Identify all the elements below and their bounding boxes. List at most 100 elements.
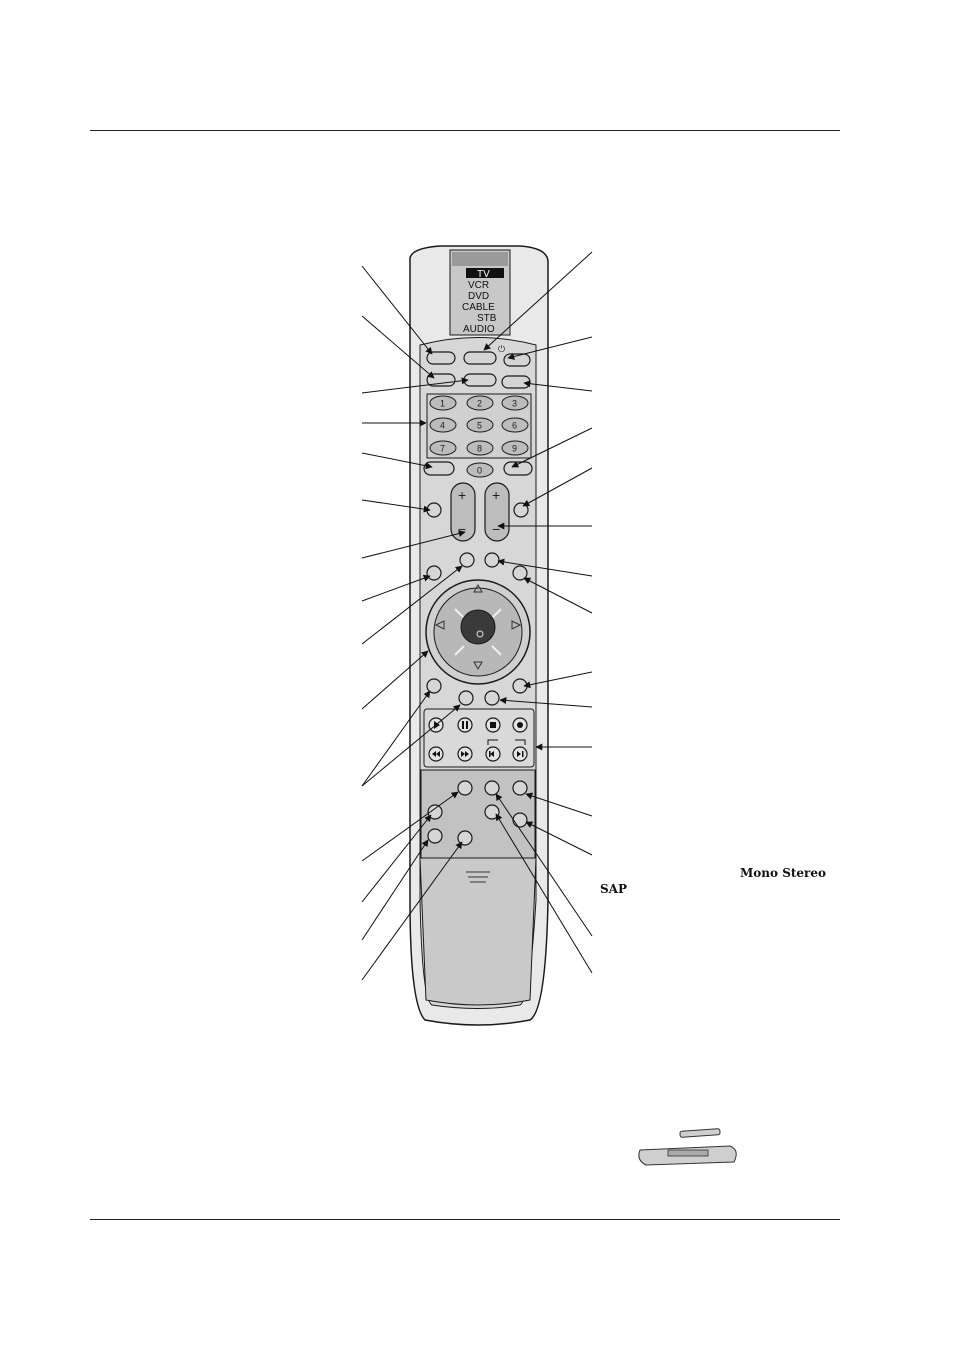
number-key-label: 3 [512,399,517,409]
pip-ch-minus-button[interactable] [484,804,500,820]
callout-line [361,315,435,379]
sound-modes-line-1: Mono Stereo [740,866,826,880]
fav-button[interactable] [513,502,529,518]
down-arrow-icon[interactable] [473,661,483,671]
callout-line [495,793,593,937]
number-key-label: 5 [477,421,482,431]
skip-back-icon [490,751,494,757]
stop-icon [490,722,496,728]
battery-remote-illustration [638,1128,737,1166]
callout-line [495,813,593,974]
callout-line [522,467,593,507]
split-zoom-button[interactable] [427,804,443,820]
mode-dvd: DVD [468,291,489,302]
number-key-label: 9 [512,444,517,454]
play-icon [434,721,440,729]
exit-button[interactable] [459,552,475,568]
record-icon [517,722,523,728]
number-key-2[interactable] [466,395,494,411]
list-button[interactable] [423,461,455,476]
callout-line [523,380,593,392]
info-button[interactable] [512,565,528,581]
swap-button[interactable] [484,780,500,796]
callout-line [361,791,459,862]
adjust-button[interactable] [457,830,473,846]
rewind-icon [432,751,436,757]
volume-up-label: + [458,487,466,503]
tv-video-button[interactable] [463,373,497,387]
number-key-7[interactable] [429,440,457,456]
callout-line [483,251,593,351]
volume-down-label: − [458,521,466,537]
sound-modes-line-2: SAP [600,882,627,896]
channel-down-label: − [492,521,500,537]
number-key-1[interactable] [429,395,457,411]
callout-line [361,650,429,710]
ratio-button[interactable] [484,690,500,706]
pip-input-button[interactable] [512,780,528,796]
number-key-label: 1 [440,399,445,409]
callout-line [525,792,593,817]
callout-line [525,821,593,856]
transport-panel [423,708,535,768]
mode-window: TV VCR DVD CABLE STB AUDIO [449,249,511,336]
callout-line [361,377,469,394]
right-arrow-icon[interactable] [511,620,522,630]
freeze-button[interactable] [427,828,443,844]
fast-forward-icon [461,751,465,757]
multimedia-button[interactable] [501,375,531,389]
channel-up-label: + [492,487,500,503]
mode-stb: STB [477,313,497,324]
enter-button[interactable] [460,609,496,645]
battery-cover [419,857,537,1006]
ez-pic-button[interactable] [426,678,442,694]
up-arrow-icon[interactable] [473,583,483,593]
number-key-0[interactable] [466,462,494,478]
callout-line [511,427,593,468]
callout-line [361,530,466,559]
callout-line [507,336,593,360]
number-key-9[interactable] [501,440,529,456]
pause-icon [462,721,464,729]
bottom-rule [90,1219,840,1220]
number-key-label: 7 [440,444,445,454]
function-panel [420,769,536,859]
navigation-pad[interactable] [425,579,531,685]
callout-line [361,265,433,355]
mode-tv: TV [477,269,490,280]
number-key-5[interactable] [466,417,494,433]
left-arrow-icon[interactable] [434,620,445,630]
mode-vcr: VCR [468,280,489,291]
menu-button[interactable] [484,552,500,568]
number-key-4[interactable] [429,417,457,433]
pip-button[interactable] [457,780,473,796]
mode-button[interactable] [426,351,456,365]
callout-line [361,704,461,787]
number-key-label: 8 [477,444,482,454]
callout-line [361,499,431,513]
timer-button[interactable] [426,565,442,581]
ir-grille [466,871,490,883]
callout-line [523,671,593,689]
mode-cable: CABLE [462,302,495,313]
sap-button[interactable] [512,812,528,828]
channel-rocker[interactable]: + − [484,482,510,542]
top-rule [90,130,840,131]
skip-forward-icon [517,751,521,757]
number-key-label: 6 [512,421,517,431]
mode-audio: AUDIO [463,324,495,335]
callout-line [499,696,593,708]
number-key-8[interactable] [466,440,494,456]
callout-line [361,565,463,645]
callout-line [361,574,431,602]
number-key-3[interactable] [501,395,529,411]
callout-line [361,452,433,470]
volume-rocker[interactable]: + − [450,482,476,542]
callout-line [361,690,431,787]
power-button[interactable] [463,351,497,365]
ez-sound-button[interactable] [458,690,474,706]
number-key-6[interactable] [501,417,529,433]
pause-button[interactable] [457,717,473,733]
power-icon: ⏻ [498,344,505,354]
